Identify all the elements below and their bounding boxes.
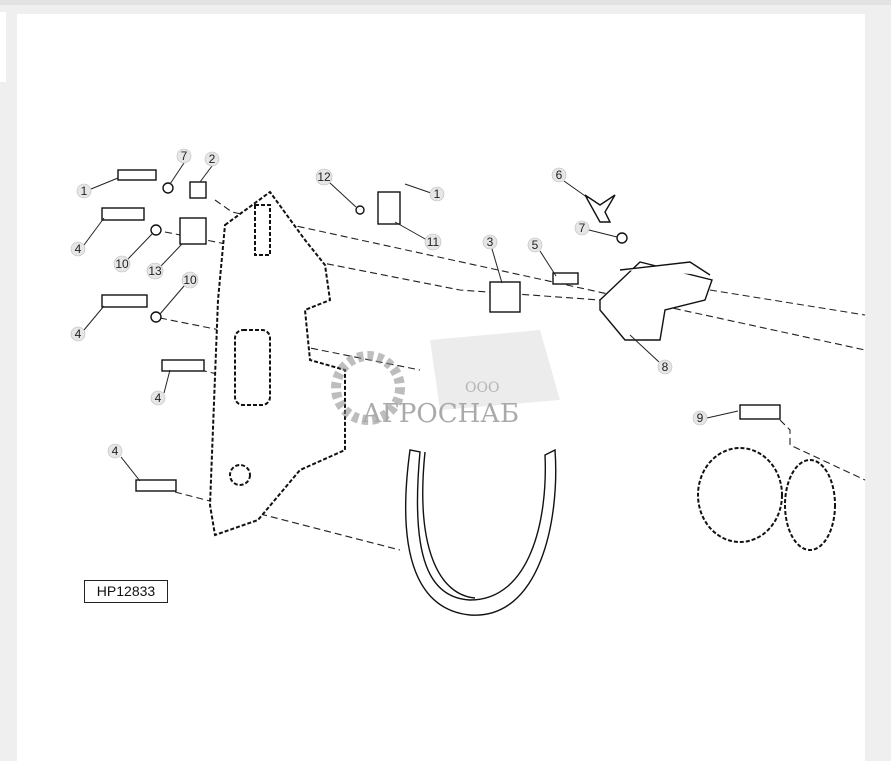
callout-label: 4 [155, 391, 162, 405]
bolts [101, 169, 781, 492]
washer [355, 205, 365, 215]
callout-label: 4 [75, 327, 82, 341]
callout-5[interactable]: 5 [527, 237, 543, 253]
callout-label: 7 [181, 149, 188, 163]
pulley-hub [697, 447, 836, 551]
watermark-name: АГРОСНАБ [362, 399, 519, 429]
mounting-plate [208, 190, 346, 537]
callout-label: 1 [434, 187, 441, 201]
callout-label: 2 [209, 152, 216, 166]
bolt [101, 207, 145, 221]
callout-label: 1 [81, 184, 88, 198]
belt [404, 448, 557, 616]
callout-4[interactable]: 4 [70, 326, 86, 342]
clip [489, 281, 521, 313]
callout-9[interactable]: 9 [692, 410, 708, 426]
watermark-prefix: ООО [465, 380, 499, 396]
plate-slot [254, 204, 271, 256]
fitting [739, 404, 781, 420]
callout-4[interactable]: 4 [150, 390, 166, 406]
callout-label: 4 [75, 242, 82, 256]
gear-logo-icon [331, 351, 405, 425]
callout-4[interactable]: 4 [107, 443, 123, 459]
belt-inner [422, 451, 476, 599]
callout-label: 3 [487, 235, 494, 249]
washer [150, 311, 162, 323]
callout-label: 7 [579, 221, 586, 235]
figure-id: HP12833 [84, 580, 168, 603]
callout-11[interactable]: 11 [424, 233, 442, 251]
bolt [117, 169, 157, 181]
washer [162, 182, 174, 194]
callout-3[interactable]: 3 [482, 234, 498, 250]
wing-nut [584, 194, 616, 223]
clamp [377, 191, 401, 225]
callout-10[interactable]: 10 [113, 255, 131, 273]
callout-label: 4 [112, 444, 119, 458]
callout-1[interactable]: 1 [76, 183, 92, 199]
callout-label: 9 [697, 411, 704, 425]
bolt [161, 359, 205, 372]
callout-1[interactable]: 1 [429, 186, 445, 202]
callout-label: 12 [317, 170, 331, 184]
callout-7[interactable]: 7 [176, 148, 192, 164]
callout-8[interactable]: 8 [657, 359, 673, 375]
callout-13[interactable]: 13 [146, 262, 164, 280]
watermark-logo: ООО АГРОСНАБ [331, 330, 560, 429]
washer [616, 232, 628, 244]
callout-2[interactable]: 2 [204, 151, 220, 167]
callout-label: 13 [148, 264, 162, 278]
bolt [101, 294, 148, 308]
combine-logo-icon [430, 330, 560, 410]
bolt [135, 479, 177, 492]
angle-bracket [179, 217, 207, 245]
spacer [189, 181, 207, 199]
callout-12[interactable]: 12 [315, 168, 333, 186]
plate-cutout [234, 329, 271, 406]
washer [150, 224, 162, 236]
callout-10[interactable]: 10 [181, 271, 199, 289]
callout-label: 8 [662, 360, 669, 374]
callout-label: 10 [183, 273, 197, 287]
top-bar [0, 0, 891, 5]
callout-label: 6 [556, 168, 563, 182]
left-strip [0, 12, 6, 82]
bolt [552, 272, 579, 285]
leader-lines [83, 162, 739, 482]
callout-6[interactable]: 6 [551, 167, 567, 183]
plate-hole [229, 464, 251, 486]
callout-label: 10 [115, 257, 129, 271]
callouts: 1 7 2 4 10 13 10 4 4 4 12 1 11 3 5 6 7 8… [70, 148, 708, 459]
callout-label: 5 [532, 238, 539, 252]
bracket-top [619, 261, 711, 276]
callout-label: 11 [427, 235, 440, 249]
callout-4[interactable]: 4 [70, 241, 86, 257]
callout-7[interactable]: 7 [574, 220, 590, 236]
